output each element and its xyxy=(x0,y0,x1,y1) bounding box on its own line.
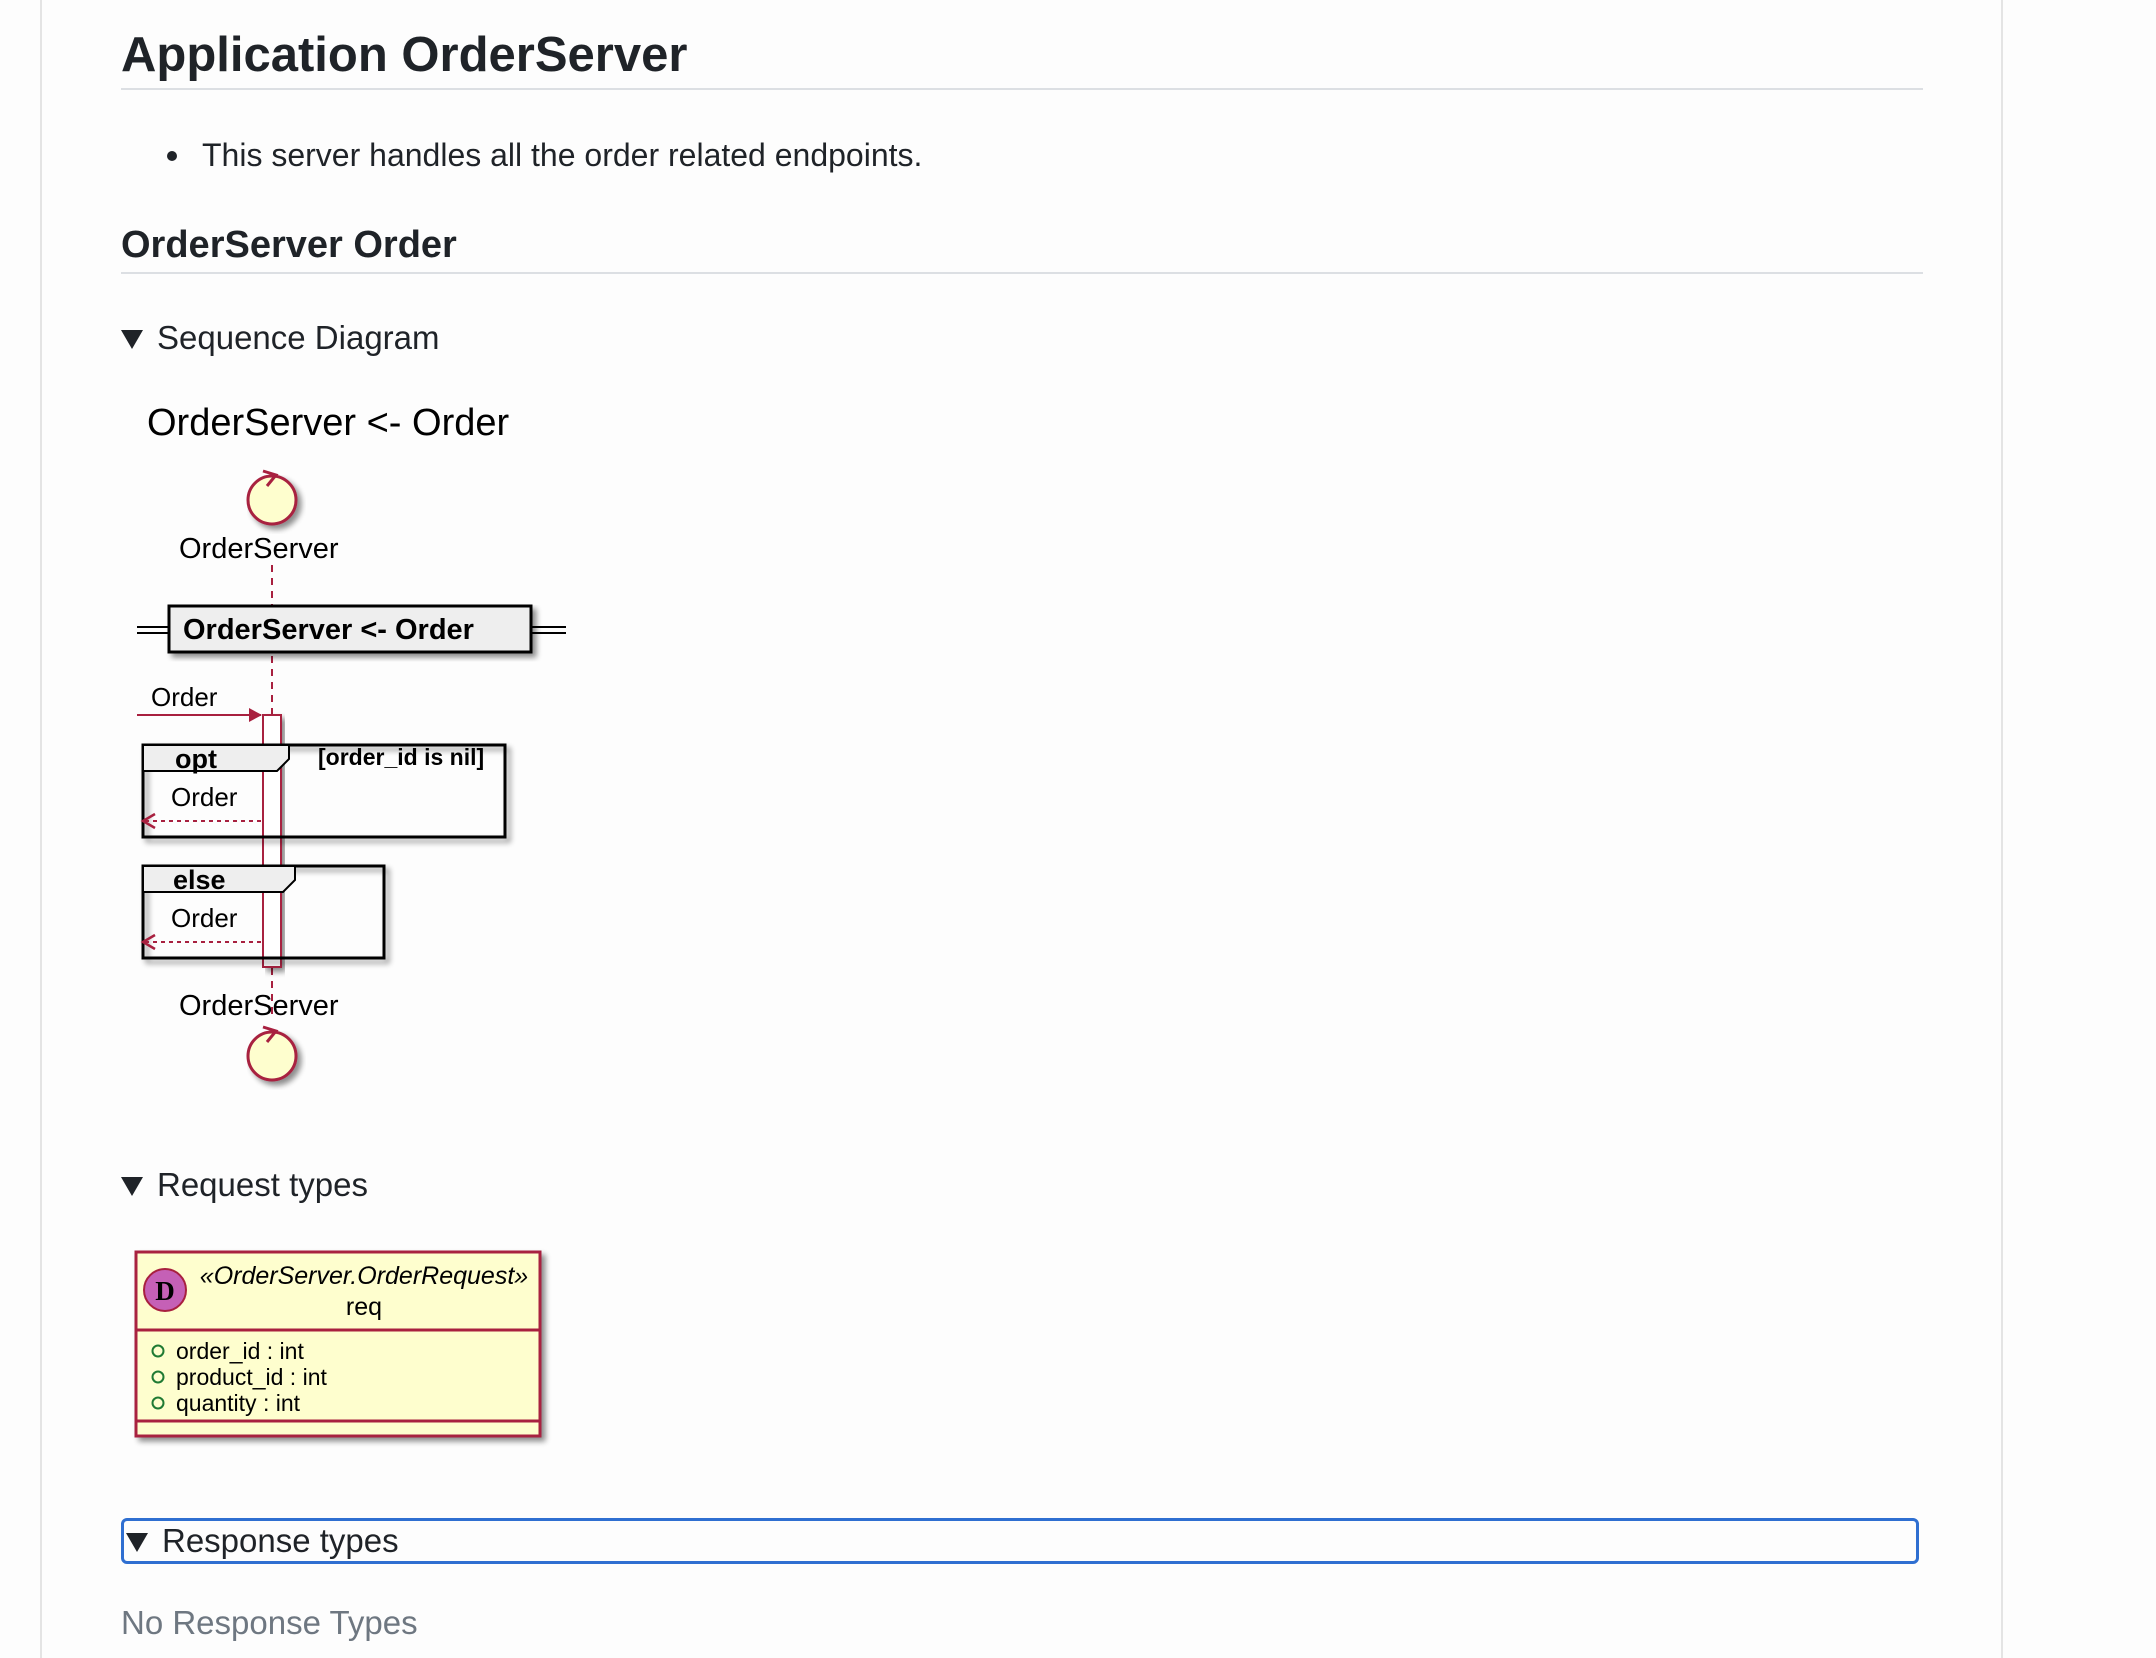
section-divider xyxy=(121,272,1923,274)
field-marker-icon xyxy=(151,1344,165,1358)
else-return-arrowhead xyxy=(140,933,156,951)
participant-top-control-icon xyxy=(246,474,298,526)
opt-frame xyxy=(141,743,507,839)
disclosure-triangle-icon xyxy=(126,1532,148,1552)
class-box xyxy=(134,1250,542,1438)
incoming-message-label: Order xyxy=(151,682,218,712)
request-types-summary-label: Request types xyxy=(157,1166,368,1203)
divider-box xyxy=(167,604,533,654)
class-field: quantity : int xyxy=(176,1390,301,1416)
class-name: req xyxy=(346,1293,382,1321)
participant-bottom-control-icon xyxy=(246,1030,298,1082)
control-arrow-bottom xyxy=(262,1025,279,1043)
activation-bar xyxy=(262,714,282,968)
page-right-border xyxy=(2001,0,2003,1658)
response-types-summary-label: Response types xyxy=(162,1522,399,1559)
no-response-types-text: No Response Types xyxy=(121,1604,418,1641)
disclosure-triangle-icon xyxy=(121,1176,143,1196)
class-field: order_id : int xyxy=(176,1338,304,1364)
bullet-icon xyxy=(167,151,177,161)
list-item: This server handles all the order relate… xyxy=(165,130,922,180)
participant-top-label: OrderServer xyxy=(179,533,339,565)
list-item-text: This server handles all the order relate… xyxy=(202,137,923,173)
else-return-label: Order xyxy=(171,903,238,933)
page-left-border xyxy=(40,0,42,1658)
class-field: product_id : int xyxy=(176,1364,327,1390)
sequence-diagram: OrderServer <- Order OrderServer OrderSe… xyxy=(137,402,566,1082)
description-list: This server handles all the order relate… xyxy=(165,130,922,180)
title-divider xyxy=(121,88,1923,90)
divider-label: OrderServer <- Order xyxy=(183,614,474,646)
page-title: Application OrderServer xyxy=(121,28,688,82)
request-class-diagram: D «OrderServer.OrderRequest» req order_i… xyxy=(134,1250,542,1438)
opt-return-label: Order xyxy=(171,782,238,812)
incoming-arrowhead xyxy=(249,708,262,722)
field-marker-icon xyxy=(151,1396,165,1410)
opt-return-arrowhead xyxy=(140,812,156,830)
control-arrow-top xyxy=(262,469,279,487)
opt-frame-tab xyxy=(142,744,290,772)
section-title: OrderServer Order xyxy=(121,224,457,266)
datatype-badge-letter: D xyxy=(155,1276,175,1306)
sequence-diagram-summary-label: Sequence Diagram xyxy=(157,319,440,356)
disclosure-triangle-icon xyxy=(121,329,143,349)
sequence-diagram-title: OrderServer <- Order xyxy=(147,402,509,444)
sequence-diagram-toggle[interactable]: Sequence Diagram xyxy=(121,316,440,360)
request-types-toggle[interactable]: Request types xyxy=(121,1163,368,1207)
class-stereotype: «OrderServer.OrderRequest» xyxy=(200,1262,528,1290)
opt-label: opt xyxy=(175,744,217,774)
participant-bottom-label: OrderServer xyxy=(179,990,339,1022)
datatype-badge-icon xyxy=(143,1268,187,1312)
else-frame-tab xyxy=(142,865,296,893)
response-types-toggle[interactable]: Response types xyxy=(121,1518,1919,1564)
field-marker-icon xyxy=(151,1370,165,1384)
else-label: else xyxy=(173,865,226,895)
opt-condition: [order_id is nil] xyxy=(318,744,484,770)
